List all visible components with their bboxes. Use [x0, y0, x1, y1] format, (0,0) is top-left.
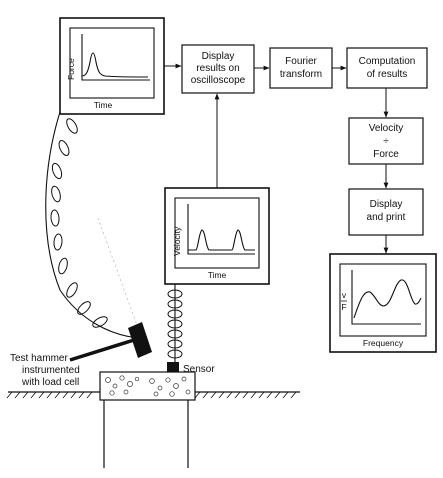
velocity-curve: [188, 229, 255, 251]
box-oscilloscope: Display results on oscilloscope: [181, 44, 255, 94]
ground: [6, 391, 300, 399]
svg-text:Display: Display: [370, 199, 403, 210]
force-y-label: Force: [66, 58, 76, 80]
svg-text:Computation: Computation: [359, 56, 416, 67]
velocity-x-label: Time: [208, 270, 227, 280]
freq-x-label: Frequency: [363, 338, 404, 348]
sensor-block: [167, 362, 179, 372]
freq-y-label-bottom: F: [341, 302, 346, 312]
box-display-print: Display and print: [348, 188, 424, 236]
svg-text:Force: Force: [373, 149, 399, 160]
hammer-label-1: Test hammer: [10, 353, 68, 364]
velocity-y-label: Velocity: [172, 226, 182, 256]
svg-text:÷: ÷: [383, 136, 389, 147]
hammer-label-3: with load cell: [21, 377, 79, 388]
force-panel: Force Time: [59, 17, 165, 115]
svg-text:Velocity: Velocity: [369, 123, 403, 134]
svg-text:and print: and print: [367, 212, 406, 223]
svg-text:Display: Display: [202, 51, 235, 62]
svg-text:oscilloscope: oscilloscope: [191, 75, 246, 86]
svg-text:of results: of results: [367, 69, 408, 80]
box-velocity-force: Velocity ÷ Force: [348, 117, 424, 165]
box-fourier: Fourier transform: [269, 47, 333, 89]
pile: [99, 371, 196, 468]
hammer-cable: [45, 111, 139, 339]
test-hammer: [69, 322, 152, 362]
force-x-label: Time: [94, 100, 113, 110]
frequency-panel: v F Frequency: [329, 253, 437, 353]
svg-text:Fourier: Fourier: [285, 56, 317, 67]
hammer-cable-coils: [50, 118, 108, 328]
svg-text:results on: results on: [196, 63, 239, 74]
freq-y-label-top: v: [342, 290, 347, 300]
svg-text:transform: transform: [280, 69, 322, 80]
sensor-label: Sensor: [183, 364, 215, 375]
mobility-curve: [353, 279, 422, 319]
velocity-panel: Velocity Time: [164, 187, 270, 285]
force-curve: [81, 52, 149, 78]
box-computation: Computation of results: [346, 47, 428, 89]
hammer-label-2: instrumented: [22, 365, 80, 376]
